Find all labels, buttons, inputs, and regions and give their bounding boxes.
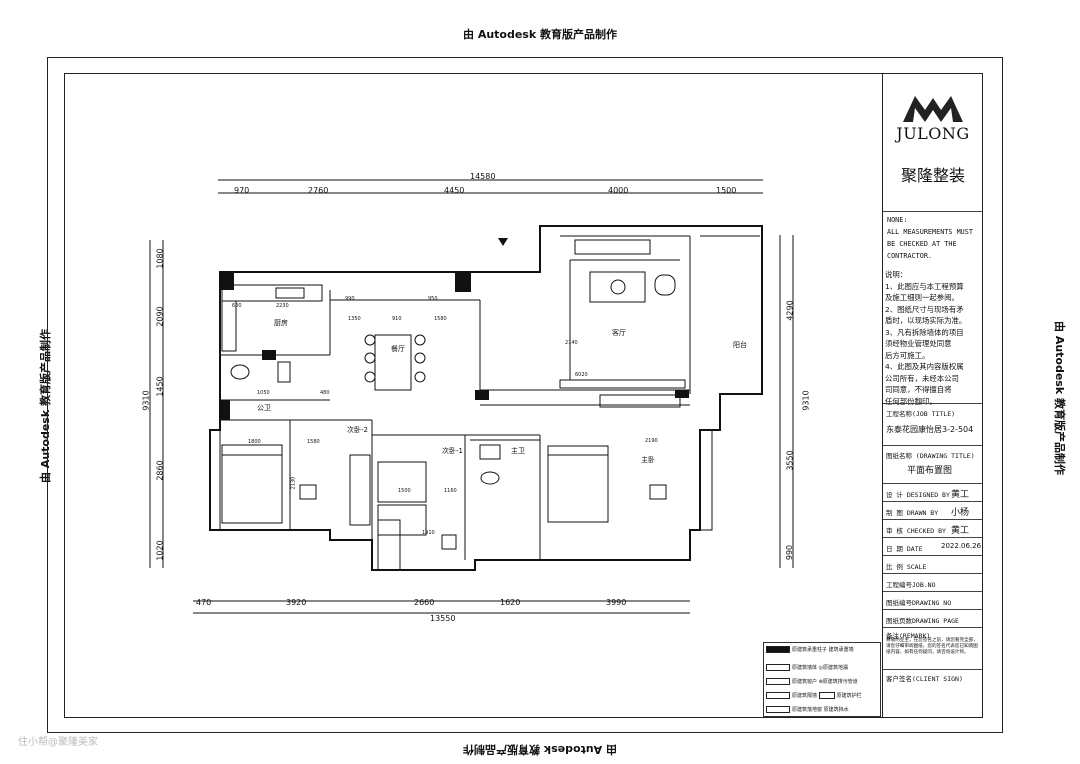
- dim-bottom-4: 3990: [606, 598, 627, 607]
- legend-item: 原建筑窗户 ⊗原建筑排污管道: [766, 678, 858, 688]
- dim-bottom-2: 2660: [414, 598, 435, 607]
- inner-dim-3: 1350: [348, 316, 361, 322]
- scale-row: 比 例 SCALE: [883, 556, 983, 574]
- remark-row: 备注(REMARK) 尊敬的业主，在您签名之前，请您看完全部，请您仔细审阅图纸，…: [883, 628, 983, 670]
- inner-dim-8: 1800: [248, 439, 261, 445]
- inner-dim-7: 6020: [575, 372, 588, 378]
- drawing-title: 平面布置图: [907, 466, 953, 476]
- legend: 原建筑承重柱子 建筑承重墙 原建筑墙体 ◎原建筑地漏 原建筑窗户 ⊗原建筑排污管…: [763, 642, 881, 717]
- room-kitchen: 厨房: [274, 319, 288, 327]
- dim-top-total: 14580: [470, 172, 496, 181]
- checked-row: 审 核 CHECKED BY 黄工: [883, 520, 983, 538]
- dim-top-4: 1500: [716, 186, 737, 195]
- inner-dim-14: 2130: [290, 476, 297, 490]
- room-master-bed: 主卧: [641, 456, 655, 464]
- room-second-bed-1: 次卧-1: [442, 447, 463, 455]
- date-row: 日 期 DATE 2022.06.26: [883, 538, 983, 556]
- legend-item: 原建筑隔墙 原建筑护栏: [766, 692, 862, 702]
- designed-row: 设 计 DESIGNED BY 黄工: [883, 484, 983, 502]
- job-title-row: 工程名称(JOB TITLE) 东泰花园康怡居3-2-504: [883, 404, 983, 446]
- outer-wall: [209, 225, 763, 571]
- dim-top-3: 4000: [608, 186, 629, 195]
- room-second-bed-2: 次卧-2: [347, 426, 368, 434]
- dim-bottom-0: 470: [196, 598, 212, 607]
- room-master-bath: 主卫: [511, 447, 525, 455]
- drawn-row: 制 图 DRAWN BY 小杨: [883, 502, 983, 520]
- legend-item: 原建筑落地窗 原建筑挡水: [766, 706, 849, 716]
- job-no-row: 工程编号JOB.NO: [883, 574, 983, 592]
- inner-dim-17: 950: [428, 296, 438, 302]
- note-en: NONE: ALL MEASUREMENTS MUST BE CHECKED A…: [887, 216, 973, 260]
- inner-dim-11: 1500: [398, 488, 411, 494]
- inner-dim-12: 1160: [444, 488, 457, 494]
- sheet-border: [47, 57, 1003, 733]
- inner-dim-16: 480: [320, 390, 330, 396]
- dim-left-2: 1450: [155, 376, 165, 397]
- dim-left-4: 1020: [155, 540, 165, 561]
- dim-right-1: 3550: [785, 450, 795, 471]
- dim-right-2: 990: [785, 544, 795, 561]
- drawing-title-row: 图纸名称 (DRAWING TITLE) 平面布置图: [883, 446, 983, 484]
- inner-dim-6: 2140: [565, 340, 578, 346]
- inner-dim-2: 990: [345, 296, 355, 302]
- dim-bottom-total: 13550: [430, 614, 456, 623]
- credit-watermark: 住小帮@聚隆美家: [18, 737, 98, 748]
- drawing-frame: [64, 73, 983, 718]
- legend-item: 原建筑承重柱子 建筑承重墙: [766, 646, 854, 656]
- dim-right-0: 4290: [785, 300, 795, 321]
- inner-dim-4: 910: [392, 316, 402, 322]
- julong-logo-icon: [903, 96, 963, 122]
- job-title: 东泰花园康怡居3-2-504: [886, 425, 974, 434]
- drawing-no-row: 图纸编号DRAWING NO: [883, 592, 983, 610]
- room-balcony: 阳台: [733, 341, 747, 349]
- room-public-bath: 公卫: [257, 404, 271, 412]
- dim-top-1: 2760: [308, 186, 329, 195]
- dim-bottom-3: 1620: [500, 598, 521, 607]
- legend-item: 原建筑墙体 ◎原建筑地漏: [766, 664, 848, 674]
- page-row: 图纸页数DRAWING PAGE: [883, 610, 983, 628]
- room-dining: 餐厅: [391, 345, 405, 353]
- dim-left-3: 2860: [155, 460, 165, 481]
- dim-left-1: 2090: [155, 306, 165, 327]
- dim-top-2: 4450: [444, 186, 465, 195]
- note-cn: 说明： 1、此图应与本工程预算 及施工细则一起参阅。 2、图纸尺寸与现场有矛 盾…: [885, 270, 967, 406]
- inner-dim-0: 600: [232, 303, 242, 309]
- inner-dim-13: 1910: [422, 530, 435, 536]
- inner-dim-9: 1580: [307, 439, 320, 445]
- inner-dim-10: 2190: [645, 438, 658, 444]
- dim-right-total: 9310: [801, 390, 811, 411]
- dim-top-0: 970: [234, 186, 250, 195]
- watermark-top: 由 Autodesk 教育版产品制作: [462, 28, 617, 41]
- dim-bottom-1: 3920: [286, 598, 307, 607]
- inner-dim-1: 2230: [276, 303, 289, 309]
- dim-left-total: 9310: [141, 390, 151, 411]
- brand-name: JULONG: [896, 124, 970, 143]
- client-sign-row: 客户签名(CLIENT SIGN): [886, 675, 963, 683]
- title-block: JULONG 聚隆整装 NONE: ALL MEASUREMENTS MUST …: [882, 74, 983, 718]
- inner-dim-5: 1580: [434, 316, 447, 322]
- brand-name-cn: 聚隆整装: [900, 166, 965, 185]
- room-living: 客厅: [612, 329, 626, 337]
- inner-dim-15: 1050: [257, 390, 270, 396]
- dim-left-0: 1080: [155, 248, 165, 269]
